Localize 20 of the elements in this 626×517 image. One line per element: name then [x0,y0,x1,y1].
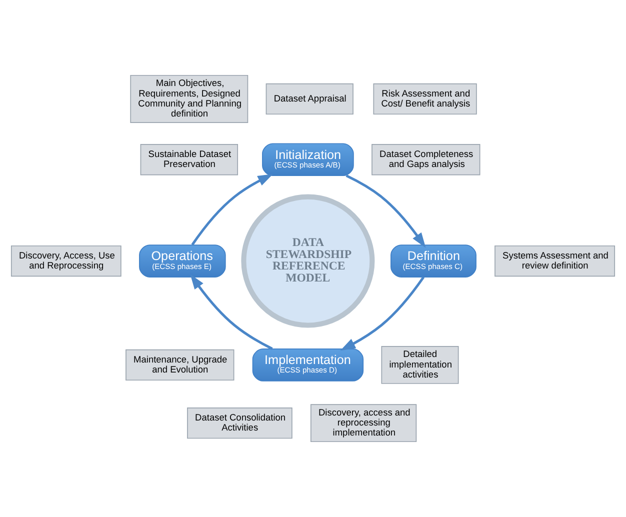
node-box: Main Objectives, Requirements, Designed Community and Planning definition [130,74,248,123]
node-box: Dataset Appraisal [266,83,354,115]
node-box: Dataset Consolidation Activities [187,408,292,439]
node-box: Operations (ECSS phases E) [139,244,226,278]
arrow [190,274,273,350]
arrow [191,174,273,246]
node-circle: DATA STEWARDSHIP REFERENCE MODEL [241,194,375,328]
node-box: Detailed implementation activities [381,346,459,384]
node-box: Sustainable Dataset Preservation [140,144,238,176]
node-box: Discovery, access and reprocessing implementation [310,404,417,442]
node-box: Systems Assessment and review definition [494,245,616,277]
node-box: Initialization (ECSS phases A/B) [262,143,354,176]
arrow [340,276,425,351]
node-box: Implementation (ECSS phases D) [252,348,364,382]
node-box: Dataset Completeness and Gaps analysis [372,144,480,176]
node-box: Definition (ECSS phases C) [390,244,476,278]
node-box: Discovery, Access, Use and Reprocessing [10,245,122,277]
arrow [346,174,426,248]
node-box: Maintenance, Upgrade and Evolution [126,349,234,381]
node-box: Risk Assessment and Cost/ Benefit analysis [373,83,477,115]
